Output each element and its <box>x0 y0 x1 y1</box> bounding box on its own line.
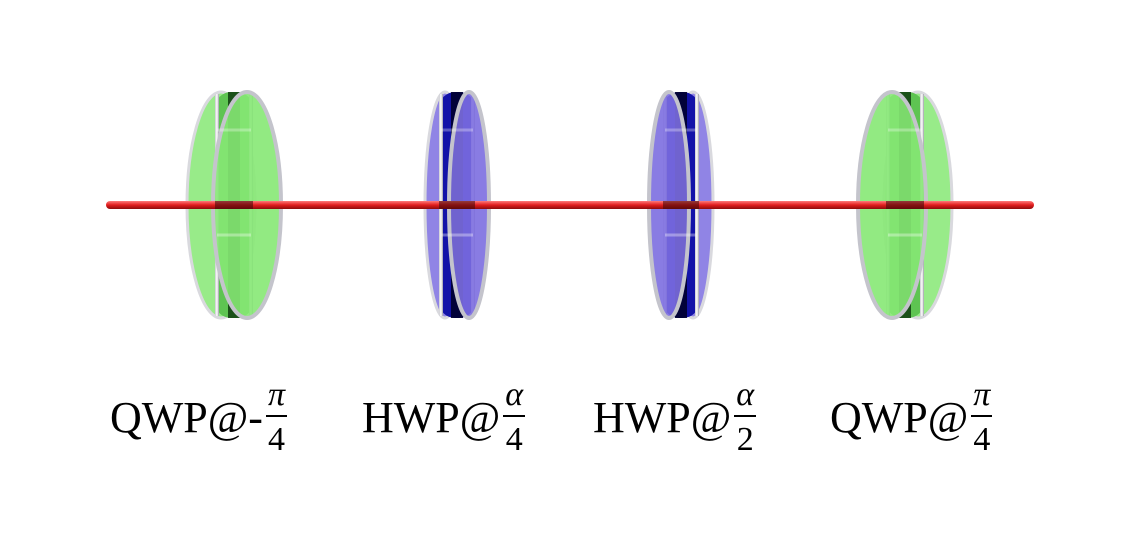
label-qwp-pi-4: QWP@ π 4 <box>830 376 993 458</box>
fraction-denominator: 2 <box>736 421 754 458</box>
fraction-denominator: 4 <box>505 421 523 458</box>
label-text: HWP@ <box>593 392 732 442</box>
fraction-numerator: π <box>267 376 285 413</box>
label-text: HWP@ <box>362 392 501 442</box>
fraction-numerator: α <box>505 376 524 413</box>
fraction-denominator: 4 <box>973 421 991 458</box>
fraction-bar <box>503 415 526 417</box>
beam-in-plate <box>663 201 699 209</box>
fraction-bar <box>971 415 993 417</box>
label-text: QWP@- <box>110 392 263 442</box>
label-qwp-minus-pi-4: QWP@- π 4 <box>110 378 287 457</box>
fraction-numerator: α <box>736 376 755 413</box>
label-hwp-alpha-2: HWP@ α 2 <box>593 376 757 458</box>
beam-in-plate <box>439 201 475 209</box>
fraction-numerator: π <box>973 376 991 413</box>
label-hwp-alpha-4: HWP@ α 4 <box>362 376 526 458</box>
fraction: α 2 <box>734 376 757 458</box>
beam-in-plate <box>886 201 924 209</box>
fraction-bar <box>265 415 287 417</box>
label-text: QWP@ <box>830 392 969 442</box>
fraction: α 4 <box>503 376 526 458</box>
beam-in-plate <box>215 201 253 209</box>
fraction: π 4 <box>265 376 287 458</box>
fraction-bar <box>734 415 757 417</box>
fraction-denominator: 4 <box>267 421 285 458</box>
laser-beam <box>106 201 1034 209</box>
fraction: π 4 <box>971 376 993 458</box>
